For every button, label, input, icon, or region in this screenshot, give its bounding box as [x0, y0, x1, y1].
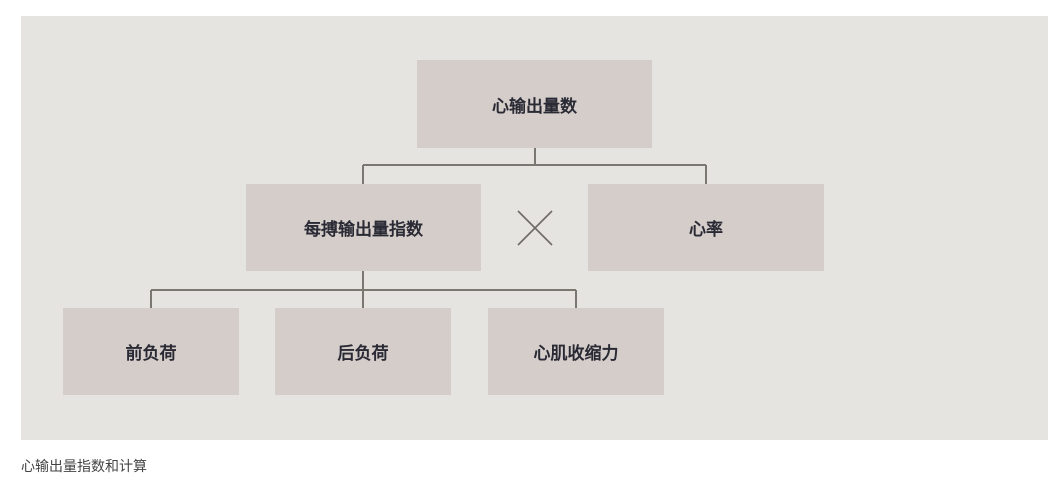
- node-contractility: 心肌收缩力: [488, 308, 664, 395]
- node-cardiac-output: 心输出量数: [417, 60, 652, 148]
- node-stroke-index: 每搏输出量指数: [246, 184, 481, 271]
- node-preload: 前负荷: [63, 308, 239, 395]
- root-connector: [362, 148, 707, 184]
- node-heart-rate: 心率: [588, 184, 824, 271]
- multiply-icon: [517, 210, 553, 246]
- figure-caption: 心输出量指数和计算: [21, 459, 147, 475]
- stroke-index-connector: [150, 271, 577, 308]
- node-afterload: 后负荷: [275, 308, 451, 395]
